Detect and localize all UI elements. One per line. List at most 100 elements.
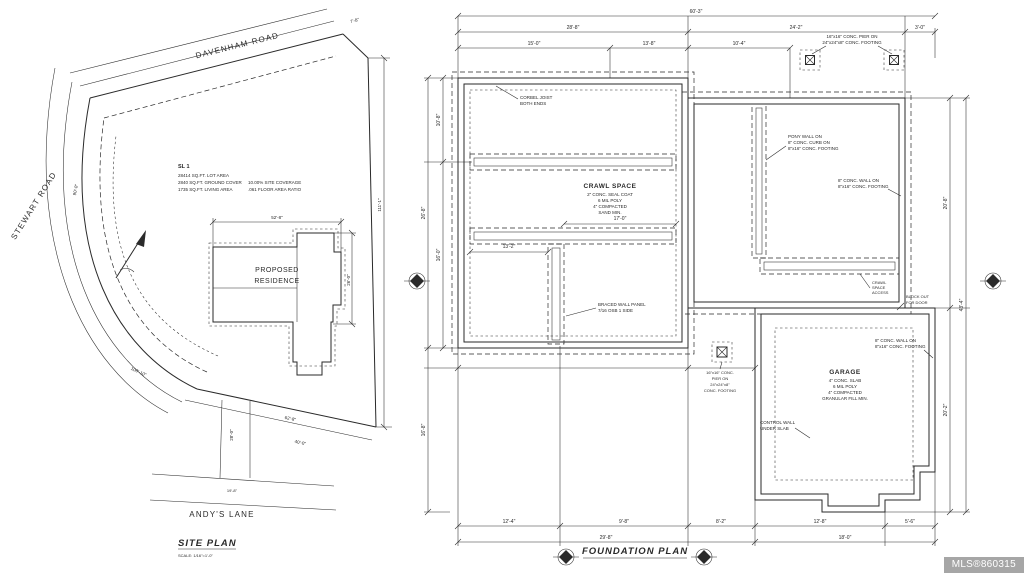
dim-bottom-seg2: 9'-8" xyxy=(619,519,629,525)
site-plan-scale: SCALE: 1/16"=1'-0" xyxy=(178,553,213,558)
note-text: FOR DOOR xyxy=(906,300,928,305)
setback-lines xyxy=(99,55,337,373)
garage-note3: 4" COMPACTED xyxy=(828,390,863,395)
dim-top-seg1: 15'-0" xyxy=(528,41,541,47)
note-text: CONTROL WALL xyxy=(760,420,796,425)
dim-left-lower: 16'-8" xyxy=(421,423,427,436)
leader-line xyxy=(719,361,723,370)
section-marker-icon xyxy=(553,548,579,566)
road-label-davenham: DAVENHAM ROAD xyxy=(195,31,280,60)
lot-living-area: 1735 SQ.FT. LIVING AREA xyxy=(178,187,233,192)
section-marker-icon xyxy=(691,548,717,566)
dim-top-right: 7'-8" xyxy=(350,17,360,24)
dim-bottom-seg3: 8'-2" xyxy=(716,519,726,525)
dim-bottom-right-overall: 18'-0" xyxy=(839,535,852,541)
dimension-lines xyxy=(424,12,970,546)
garage-label: GARAGE 4" CONC. SLAB 6 MIL POLY 4" COMPA… xyxy=(822,369,868,401)
note-block-out: BLOCK OUT FOR DOOR xyxy=(896,294,930,311)
note-text: 8" CONC. CURB ON xyxy=(788,140,830,145)
garage-note1: 4" CONC. SLAB xyxy=(829,378,862,383)
note-text: BLOCK OUT xyxy=(906,294,930,299)
concrete-pier xyxy=(711,341,733,363)
leader-line xyxy=(923,349,934,359)
residence-label-line2: RESIDENCE xyxy=(254,278,299,285)
leader-line xyxy=(811,45,893,55)
note-text: 8"x16" CONC. FOOTING xyxy=(875,344,926,349)
note-pier-mid: 16"x16" CONC. PIER ON 24"x24"x8" CONC. F… xyxy=(704,361,736,393)
leader-line xyxy=(565,307,597,317)
dim-bottom-seg1: 12'-4" xyxy=(503,519,516,525)
note-text: 24"x24"x8" xyxy=(710,382,730,387)
dim-left-seg1: 10'-8" xyxy=(436,113,442,126)
note-text: CONC. FOOTING xyxy=(704,388,736,393)
lot-id: SL 1 xyxy=(178,164,190,170)
section-marker-icon xyxy=(980,272,1006,290)
note-conc-wall-right: 8" CONC. WALL ON 8"x16" CONC. FOOTING xyxy=(838,178,902,197)
note-text: 8"x16" CONC. FOOTING xyxy=(838,184,889,189)
site-plan: DAVENHAM ROAD STEWART ROAD ANDY'S LANE S… xyxy=(9,8,392,558)
leader-line xyxy=(495,85,519,100)
crawl-space-label: CRAWL SPACE 2" CONC. SEAL COAT 6 MIL POL… xyxy=(584,183,637,215)
lot-site-coverage: 10.00% SITE COVERAGE xyxy=(248,180,301,185)
note-conc-wall-garage: 8" CONC. WALL ON 8"x16" CONC. FOOTING xyxy=(875,338,934,359)
dim-interior-2: 13'-2" xyxy=(503,244,516,250)
note-control-wall: CONTROL WALL UNDER SLAB xyxy=(760,420,811,439)
lot-ground-cover: 2840 SQ.FT. GROUND COVER xyxy=(178,180,243,185)
foundation-walls xyxy=(451,71,936,513)
garage-note4: GRANULAR FILL MIN. xyxy=(822,396,868,401)
road-label-andys-lane: ANDY'S LANE xyxy=(189,510,254,519)
crawl-space-note2: 6 MIL POLY xyxy=(598,198,622,203)
dim-left-seg2: 16'-0" xyxy=(436,248,442,261)
section-marker-icon xyxy=(404,272,430,290)
dim-driveway: 28'-0" xyxy=(229,429,234,441)
note-text: ACCESS xyxy=(872,290,889,295)
note-text: 24"x24"x8" CONC. FOOTING xyxy=(822,40,882,45)
leader-line xyxy=(887,188,902,197)
dim-top-left: 28'-8" xyxy=(567,25,580,31)
concrete-pier xyxy=(799,49,821,71)
note-text: CORBEL JOIST xyxy=(520,95,553,100)
dim-top-corner: 3'-0" xyxy=(915,25,925,31)
note-pony-wall: PONY WALL ON 8" CONC. CURB ON 8"x16" CON… xyxy=(765,134,839,161)
note-crawl-access: CRAWL SPACE ACCESS xyxy=(859,273,889,295)
note-text: 16"x16" CONC. PIER ON xyxy=(827,34,878,39)
leader-line xyxy=(896,302,905,311)
foundation-plan-title: FOUNDATION PLAN xyxy=(582,546,688,557)
dim-right-lower: 20'-2" xyxy=(943,403,949,416)
dim-left-upper: 26'-8" xyxy=(421,206,427,219)
note-text: PIER ON xyxy=(712,376,729,381)
dim-bottom-left-overall: 29'-8" xyxy=(600,535,613,541)
dim-arc-upper: 90'-0" xyxy=(72,183,79,196)
crawl-space-note4: SAND MIN. xyxy=(598,210,621,215)
garage-name: GARAGE xyxy=(829,369,861,376)
site-dimension-lines xyxy=(209,54,392,431)
note-text: 8"x16" CONC. FOOTING xyxy=(788,146,839,151)
note-text: UNDER SLAB xyxy=(760,426,789,431)
leader-line xyxy=(859,273,871,289)
dim-top-right: 24'-2" xyxy=(790,25,803,31)
north-arrow-icon xyxy=(115,230,146,279)
crawl-space-note1: 2" CONC. SEAL COAT xyxy=(587,192,633,197)
dim-interior-1: 17'-0" xyxy=(614,216,627,222)
lot-info: SL 1 28414 SQ.FT. LOT AREA 2840 SQ.FT. G… xyxy=(178,164,302,192)
note-text: 7/16 OSB 1 SIDE xyxy=(598,308,633,313)
dim-overall-width: 60'-3" xyxy=(690,9,703,15)
proposed-residence-outline xyxy=(208,228,346,376)
foundation-plan: 60'-3" 28'-8" 24'-2" 3'-0" 15'-0" 13'-8"… xyxy=(404,9,1006,566)
mls-watermark: MLS®860315 xyxy=(943,557,1024,573)
dim-house-width: 52'-8" xyxy=(271,215,283,220)
note-text: 16"x16" CONC. xyxy=(706,370,734,375)
note-pier-top: 16"x16" CONC. PIER ON 24"x24"x8" CONC. F… xyxy=(811,34,893,55)
note-text: PONY WALL ON xyxy=(788,134,822,139)
crawl-space-note3: 4" COMPACTED xyxy=(593,204,628,209)
note-text: 8" CONC. WALL ON xyxy=(838,178,879,183)
dim-bottom: 62'-8" xyxy=(284,415,297,422)
note-corbel-joist: CORBEL JOIST BOTH ENDS xyxy=(495,85,553,106)
dim-house-depth: 26'-0" xyxy=(346,274,351,286)
leader-line xyxy=(765,145,787,161)
road-label-stewart: STEWART ROAD xyxy=(9,170,58,241)
dim-arc-lower: 100'-10" xyxy=(130,366,147,378)
note-text: BOTH ENDS xyxy=(520,101,546,106)
garage-note2: 6 MIL POLY xyxy=(833,384,857,389)
